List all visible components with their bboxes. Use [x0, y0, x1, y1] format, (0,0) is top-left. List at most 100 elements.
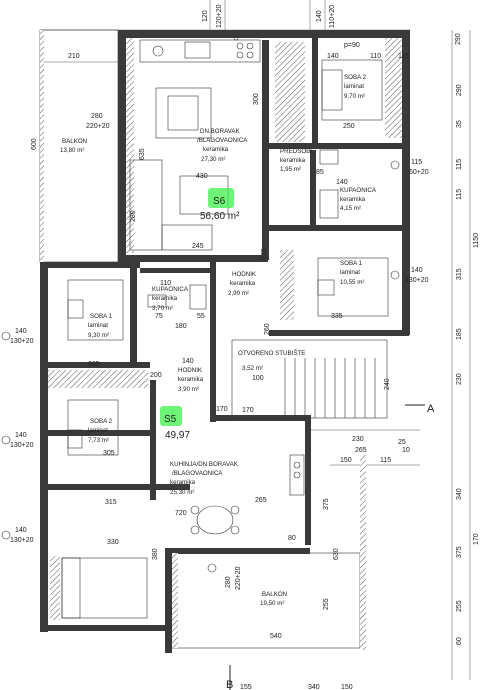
balkon-bottom-area: 19,50 m²: [260, 600, 284, 607]
svg-text:200: 200: [150, 372, 162, 379]
balkon-bottom: BALKON 19,50 m² 280 220+20 540 375 630 2…: [171, 498, 361, 649]
opening-left-2-w: 140: [15, 432, 27, 439]
s6-area: 56,60 m²: [200, 211, 240, 222]
s5-tag: S5: [164, 414, 177, 425]
svg-text:140: 140: [336, 179, 348, 186]
dim-right-17: 255: [456, 600, 463, 612]
svg-text:170: 170: [216, 406, 228, 413]
svg-text:180: 180: [175, 323, 187, 330]
soba1-right-floor: laminat: [340, 269, 360, 276]
dim-right-15: 375: [456, 546, 463, 558]
svg-text:110: 110: [160, 280, 171, 287]
predsoblje-name: PREDSOBL.: [280, 148, 316, 155]
left-openings: 140 130+20 140 130+20 140 130+20: [1, 328, 34, 544]
svg-text:25: 25: [398, 439, 406, 446]
svg-text:115: 115: [380, 457, 391, 464]
dim-right-1: 35: [456, 120, 463, 128]
svg-text:260: 260: [264, 323, 271, 335]
dn-boravak-area: 27,30 m²: [201, 156, 225, 163]
room-kupaonica-mid: KUPAONICA keramika 3,70 m² 110 75 180 55: [147, 280, 207, 330]
svg-text:p=90: p=90: [344, 42, 360, 49]
balkon-opening-w: 280: [91, 113, 103, 120]
svg-text:150: 150: [340, 457, 352, 464]
room-soba2-left: SOBA 2 laminat 7,73 m² 305: [67, 399, 119, 457]
svg-text:KUHINJA/DN.BORAVAK: KUHINJA/DN.BORAVAK: [170, 461, 239, 468]
stubiste-name: OTVORENO STUBIŠTE: [238, 350, 305, 357]
sofa-bottom: [50, 556, 148, 620]
svg-text:210: 210: [68, 53, 80, 60]
kupaonica-top-name: KUPAONICA: [340, 187, 377, 194]
dim-right-8: 315: [456, 268, 463, 280]
right-dimensions: 115 60+20 140 130+20 290 35 115 115 1150…: [390, 30, 480, 680]
dim-bottom-2: 150: [341, 684, 353, 690]
stubiste-area: 3,52 m²: [242, 365, 263, 372]
room-hodnik-mid: HODNIK keramika 3,90 m² 200 140 170: [150, 358, 228, 413]
opening-right-1-h: 60+20: [409, 169, 429, 176]
dn-boravak-floor: keramika: [203, 146, 229, 153]
svg-text:80: 80: [288, 535, 296, 542]
dim-top-5: 290: [455, 33, 462, 45]
dim-top-4: 110+20: [329, 5, 336, 28]
svg-text:305: 305: [103, 450, 115, 457]
dim-bottom-1: 340: [308, 684, 320, 690]
sofa-top: [129, 159, 213, 251]
hodnik-top-name: HODNIK: [232, 271, 257, 278]
soba1-right-area: 10,55 m²: [340, 279, 364, 286]
svg-text:265: 265: [88, 361, 100, 368]
svg-text:635: 635: [139, 148, 146, 160]
predsoblje-floor: keramika: [280, 157, 306, 164]
opening-left-3-w: 140: [15, 527, 27, 534]
dim-top-3: 140: [316, 10, 323, 22]
svg-text:245: 245: [192, 243, 204, 250]
soba1-left-name: SOBA 1: [90, 313, 113, 320]
svg-text:380: 380: [152, 548, 159, 560]
svg-text:255: 255: [323, 598, 330, 610]
room-soba1-right: SOBA 1 laminat 10,55 m² 335 275: [261, 248, 389, 320]
soba1-left-floor: laminat: [88, 322, 108, 329]
dim-bottom-0: 155: [240, 684, 252, 690]
balkon-left-name: BALKON: [62, 138, 87, 145]
svg-text:265: 265: [355, 447, 367, 454]
section-a-label: A: [427, 403, 435, 415]
svg-text:/BLAGOVAONICA: /BLAGOVAONICA: [172, 470, 223, 477]
apartment-s6-walls: [118, 30, 410, 336]
s5-area: 49,97: [165, 430, 190, 441]
balkon-opening-h: 220+20: [86, 123, 110, 130]
section-b-label: B: [226, 679, 233, 690]
svg-text:85: 85: [316, 169, 324, 176]
dim-right-18: 60: [456, 637, 463, 645]
dim-right-10: 230: [456, 373, 463, 385]
balkon-bottom-opening-h: 220+20: [235, 566, 242, 590]
opening-left-3-h: 130+20: [10, 537, 34, 544]
dim-right-14: 340: [456, 488, 463, 500]
balkon-left: 210 BALKON 13,80 m² 600 280 220+20: [31, 29, 119, 263]
dim-right-9: 185: [456, 328, 463, 340]
balkon-left-area: 13,80 m²: [60, 147, 84, 154]
soba1-right-name: SOBA 1: [340, 260, 363, 267]
soba2-top-name: SOBA 2: [344, 74, 367, 81]
hodnik-top-area: 2,90 m²: [228, 290, 249, 297]
soba2-left-area: 7,73 m²: [88, 437, 109, 444]
svg-text:75: 75: [155, 313, 163, 320]
opening-left-1-h: 130+20: [10, 338, 34, 345]
terrace-right: 230 25 10 150 115 265: [310, 429, 420, 650]
dim-right-2: 115: [456, 159, 463, 170]
s6-tag: S6: [213, 196, 226, 207]
hodnik-top-floor: keramika: [230, 280, 256, 287]
svg-text:430: 430: [196, 173, 208, 180]
dim-right-3: 115: [456, 189, 463, 200]
section-mark-b: B 155 340 150: [226, 665, 353, 690]
svg-text:170: 170: [242, 407, 254, 414]
kupaonica-top-area: 4,15 m²: [340, 205, 361, 212]
apartment-tag-s5: S5 49,97: [160, 406, 190, 441]
room-soba2-top: SOBA 2 laminat 9,70 m² 250 110 p=90 140 …: [321, 42, 409, 130]
dim-right-16: 170: [473, 533, 480, 545]
svg-text:100: 100: [252, 375, 264, 382]
svg-text:265: 265: [255, 497, 267, 504]
opening-left-1-w: 140: [15, 328, 27, 335]
predsoblje-area: 1,95 m²: [280, 166, 301, 173]
svg-text:230: 230: [352, 436, 364, 443]
svg-text:315: 315: [105, 499, 117, 506]
svg-text:240: 240: [384, 378, 391, 390]
